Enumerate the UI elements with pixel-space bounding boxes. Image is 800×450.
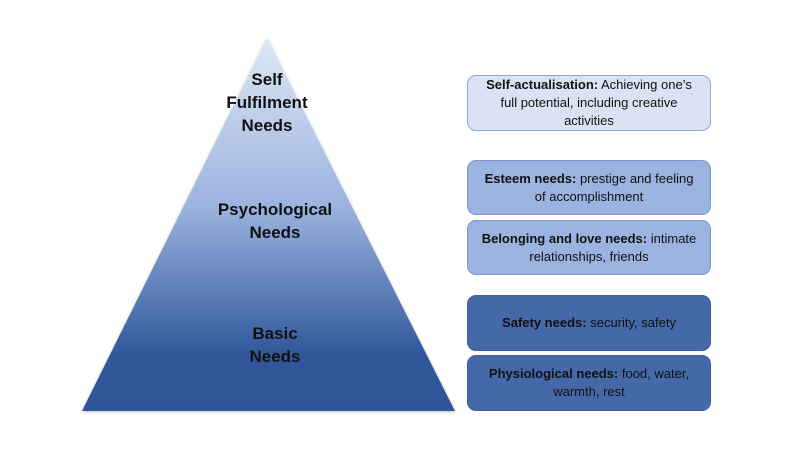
level-label-basic: Basic Needs [249, 322, 300, 368]
box-title: Physiological needs: [488, 366, 619, 381]
esteem-needs-box: Esteem needs: prestige and feeling of ac… [467, 160, 711, 215]
box-title: Safety needs: [502, 315, 587, 330]
box-description: food, water, warmth, rest [553, 366, 690, 399]
level-label-line: Needs [241, 116, 293, 135]
pyramid-triangle [82, 38, 455, 411]
box-text: Esteem needs: prestige and feeling of ac… [478, 170, 700, 206]
safety-needs-box: Safety needs: security, safety [467, 295, 711, 351]
level-label-psychological: Psychological Needs [218, 198, 332, 244]
box-text: Belonging and love needs: intimate relat… [478, 230, 700, 266]
physiological-needs-box: Physiological needs: food, water, warmth… [467, 355, 711, 411]
box-text: Self-actualisation: Achieving one’s full… [478, 76, 700, 130]
level-label-self-fulfilment: Self Fulfilment Needs [226, 68, 307, 137]
belonging-love-needs-box: Belonging and love needs: intimate relat… [467, 220, 711, 275]
box-text: Physiological needs: food, water, warmth… [478, 365, 700, 401]
box-title: Belonging and love needs: [481, 230, 648, 246]
box-title: Self-actualisation: [486, 77, 599, 92]
box-description: prestige and feeling of accomplishment [534, 170, 694, 204]
box-description: intimate relationships, friends [529, 230, 697, 264]
box-text: Safety needs: security, safety [502, 314, 676, 332]
level-label-line: Basic [252, 324, 298, 343]
box-description: security, safety [590, 315, 676, 330]
level-label-line: Self [251, 70, 283, 89]
box-description: Achieving one’s full potential, includin… [500, 77, 692, 128]
level-label-line: Fulfilment [226, 93, 308, 112]
box-title: Esteem needs: [484, 170, 577, 186]
level-label-line: Needs [249, 223, 301, 242]
level-label-line: Needs [249, 347, 301, 366]
level-label-line: Psychological [217, 200, 333, 219]
self-actualisation-box: Self-actualisation: Achieving one’s full… [467, 75, 711, 131]
